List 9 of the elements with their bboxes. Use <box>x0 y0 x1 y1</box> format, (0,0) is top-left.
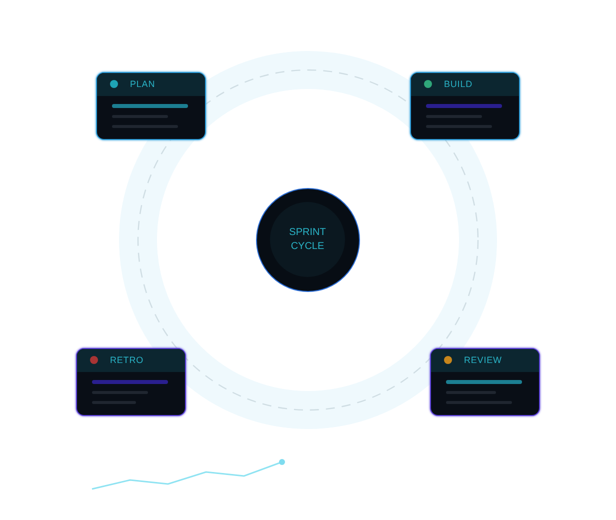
phase-card <box>430 348 540 416</box>
card-title: PLAN <box>130 79 156 90</box>
phase-card <box>96 72 206 140</box>
hub-label: SPRINT CYCLE <box>288 226 327 254</box>
card-title: BUILD <box>444 79 473 90</box>
card-title: REVIEW <box>464 355 502 366</box>
phase-card <box>410 72 520 140</box>
phase-card <box>76 348 186 416</box>
card-title: RETRO <box>110 355 144 366</box>
